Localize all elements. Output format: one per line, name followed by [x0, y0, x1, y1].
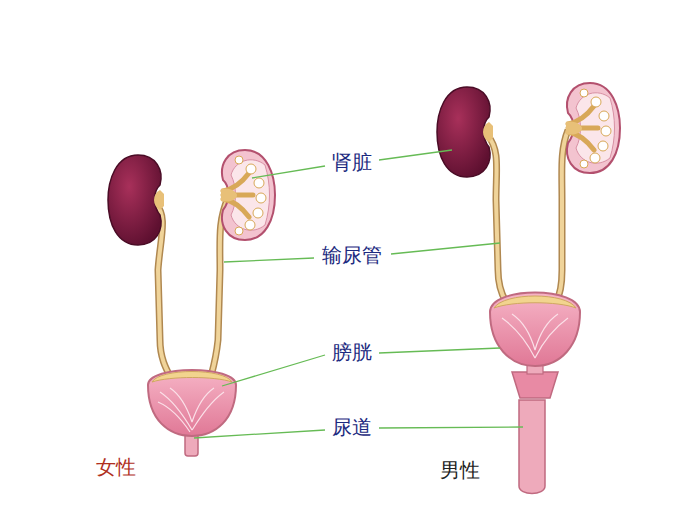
part-label: 尿道: [332, 415, 372, 439]
sex-label: 女性: [96, 455, 136, 479]
female-bladder: [148, 370, 236, 456]
male-bladder: [490, 293, 580, 494]
kidney: [437, 87, 493, 177]
kidney: [108, 155, 164, 245]
female-ureters: [156, 198, 228, 380]
sex-label: 男性: [440, 458, 480, 482]
kidney-section: [566, 83, 620, 173]
male-ureters: [488, 130, 568, 302]
part-label: 膀胱: [332, 340, 372, 364]
leader-lines: [194, 150, 523, 438]
part-label: 输尿管: [322, 243, 382, 267]
kidney-section: [221, 150, 275, 240]
part-label: 肾脏: [332, 150, 372, 174]
